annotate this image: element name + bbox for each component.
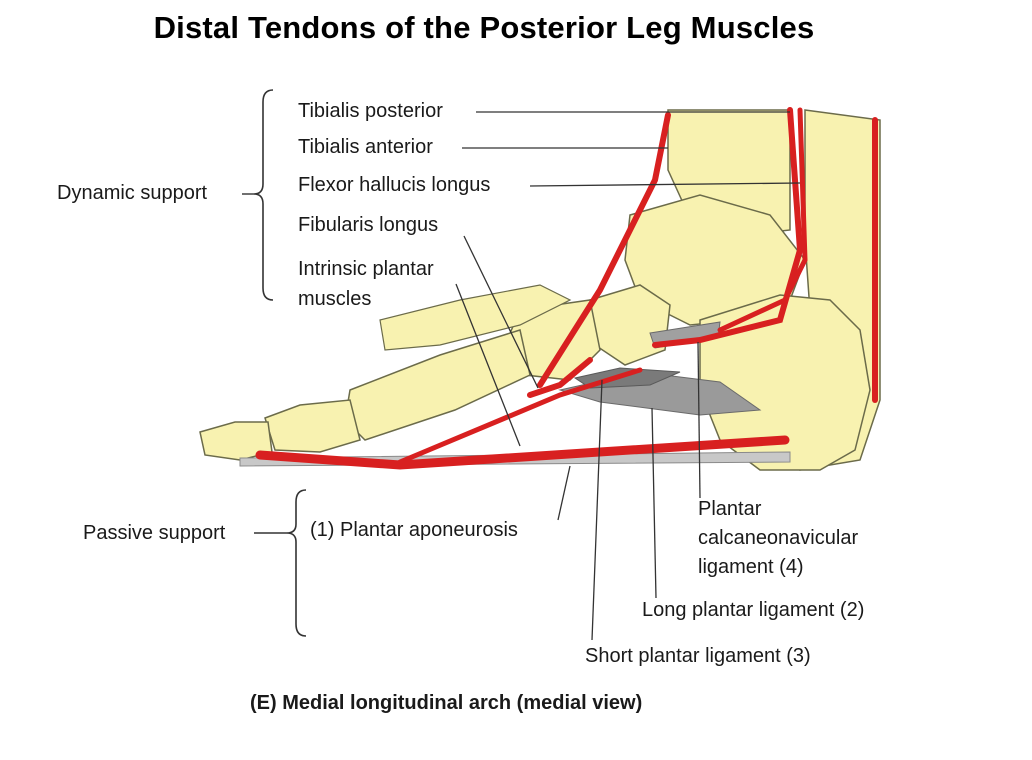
leader-flexor-hallucis-longus bbox=[529, 182, 801, 187]
label-calcaneonavicular-line3: ligament (4) bbox=[698, 556, 804, 578]
label-tibialis-anterior: Tibialis anterior bbox=[298, 136, 433, 158]
navicular-bone bbox=[589, 284, 671, 366]
label-short-plantar-ligament: Short plantar ligament (3) bbox=[585, 645, 811, 667]
flexor-hallucis-longus-tendon bbox=[717, 107, 808, 333]
leader-long-plantar bbox=[651, 407, 657, 599]
intrinsic-plantar-muscle bbox=[255, 435, 790, 470]
fibularis-longus-tendon bbox=[527, 357, 593, 398]
label-tibialis-posterior: Tibialis posterior bbox=[298, 100, 443, 122]
label-calcaneonavicular-line1: Plantar bbox=[698, 498, 762, 520]
phalanx-proximal bbox=[264, 399, 361, 453]
page-title: Distal Tendons of the Posterior Leg Musc… bbox=[153, 10, 815, 45]
long-flexor-tendon bbox=[397, 367, 643, 465]
leader-plantar-aponeurosis bbox=[557, 465, 571, 521]
label-flexor-hallucis-longus: Flexor hallucis longus bbox=[298, 174, 491, 196]
leader-short-plantar bbox=[591, 379, 603, 641]
label-passive-support: Passive support bbox=[83, 522, 226, 544]
metatarsal-bone bbox=[344, 329, 531, 441]
label-dynamic-support: Dynamic support bbox=[57, 182, 208, 204]
passive-support-bracket bbox=[286, 489, 307, 637]
leader-fibularis-longus bbox=[463, 235, 539, 389]
label-intrinsic-plantar-line2: muscles bbox=[298, 288, 372, 310]
calcaneus-bone bbox=[699, 294, 871, 471]
label-plantar-aponeurosis: (1) Plantar aponeurosis bbox=[310, 519, 518, 541]
label-calcaneonavicular-line2: calcaneonavicular bbox=[698, 527, 859, 549]
tibialis-posterior-tendon bbox=[652, 107, 804, 348]
label-long-plantar-ligament: Long plantar ligament (2) bbox=[642, 599, 865, 621]
figure-caption: (E) Medial longitudinal arch (medial vie… bbox=[250, 692, 643, 714]
dynamic-support-bracket bbox=[253, 89, 274, 301]
label-intrinsic-plantar-line1: Intrinsic plantar bbox=[298, 258, 434, 280]
leader-calcaneonavicular bbox=[697, 341, 701, 499]
label-fibularis-longus: Fibularis longus bbox=[298, 214, 439, 236]
leader-intrinsic-plantar bbox=[455, 283, 521, 447]
metatarsal-2-bone bbox=[379, 284, 572, 351]
